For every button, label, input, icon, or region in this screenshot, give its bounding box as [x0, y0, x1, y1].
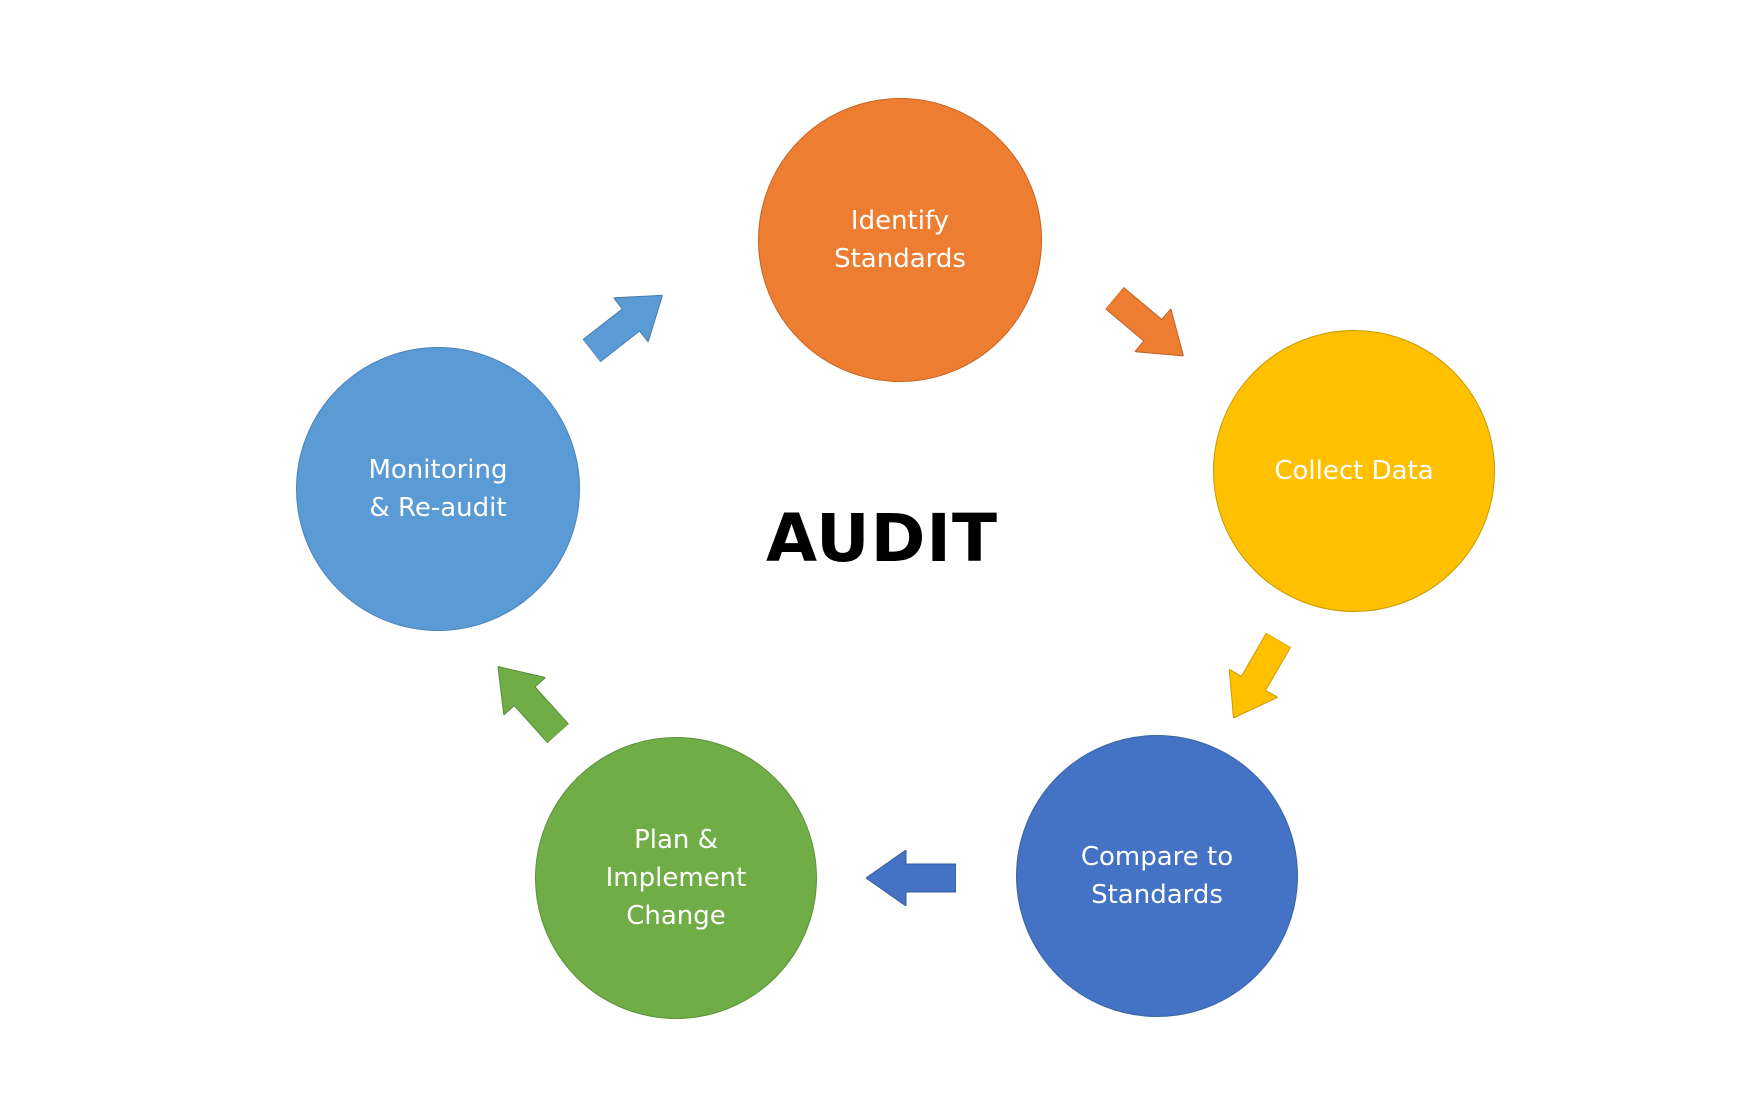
step-plan-implement-change: Plan & Implement Change [535, 737, 817, 1019]
arrow-down-left-icon [1209, 626, 1302, 732]
step-collect-data: Collect Data [1213, 330, 1495, 612]
arrow-up-right-icon [574, 273, 679, 373]
arrow-right-down-icon [1097, 277, 1202, 378]
step-identify-standards: Identify Standards [758, 98, 1042, 382]
step-compare-to-standards: Compare to Standards [1016, 735, 1298, 1017]
arrow-up-left-icon [477, 648, 579, 752]
step-label: Monitoring & Re-audit [368, 455, 508, 523]
step-label: Collect Data [1274, 456, 1434, 486]
step-monitoring-re-audit: Monitoring & Re-audit [296, 347, 580, 631]
step-label: Identify Standards [834, 206, 966, 274]
diagram-title: AUDIT [765, 500, 998, 577]
step-label: Compare to Standards [1080, 842, 1234, 910]
arrow-left-icon [866, 850, 956, 906]
step-label: Plan & Implement Change [605, 825, 747, 931]
